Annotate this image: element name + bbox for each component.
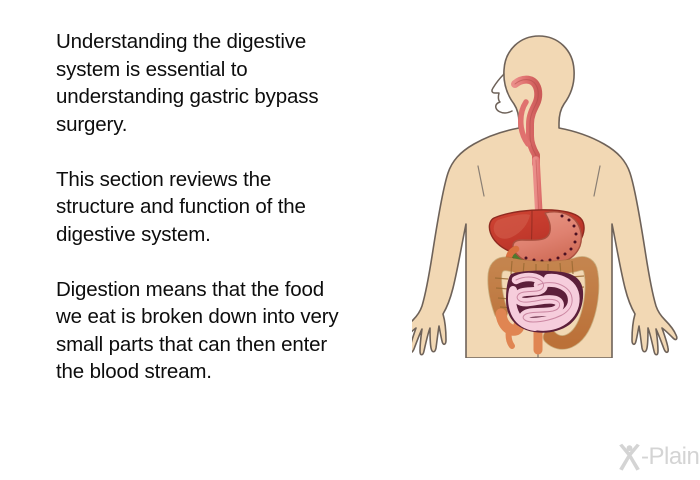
body-text-block: Understanding the digestive system is es… [56,28,446,386]
paragraph-1: Understanding the digestive system is es… [56,30,319,136]
body-outline [412,35,678,358]
stomach-body [512,211,583,266]
small-intestine [506,270,584,333]
appendix [505,327,515,349]
pharynx-outline [514,79,539,165]
digestive-system-figure [412,35,678,358]
right-armpit-crease [593,165,601,197]
left-armpit-crease [477,165,485,197]
small-intestine-loops-c [508,286,539,331]
small-intestine-outline [515,276,573,323]
logo-wordmark: -Plain [641,443,700,470]
x-figure-icon [619,443,640,471]
colon-band-outline [487,256,600,350]
face-profile-line [491,73,513,114]
digestive-system-illustration [412,28,700,358]
paragraph-3: Digestion means that the food we eat is … [56,277,339,384]
liver-highlight [493,214,530,239]
colon-band [488,256,599,349]
small-intestine-loops-b [524,273,580,331]
x-plain-logo: -Plain [618,441,700,473]
stomach-rugae-dots [524,214,578,263]
paragraph-2: This section reviews the structure and f… [56,167,306,246]
larynx-branch [518,99,531,147]
